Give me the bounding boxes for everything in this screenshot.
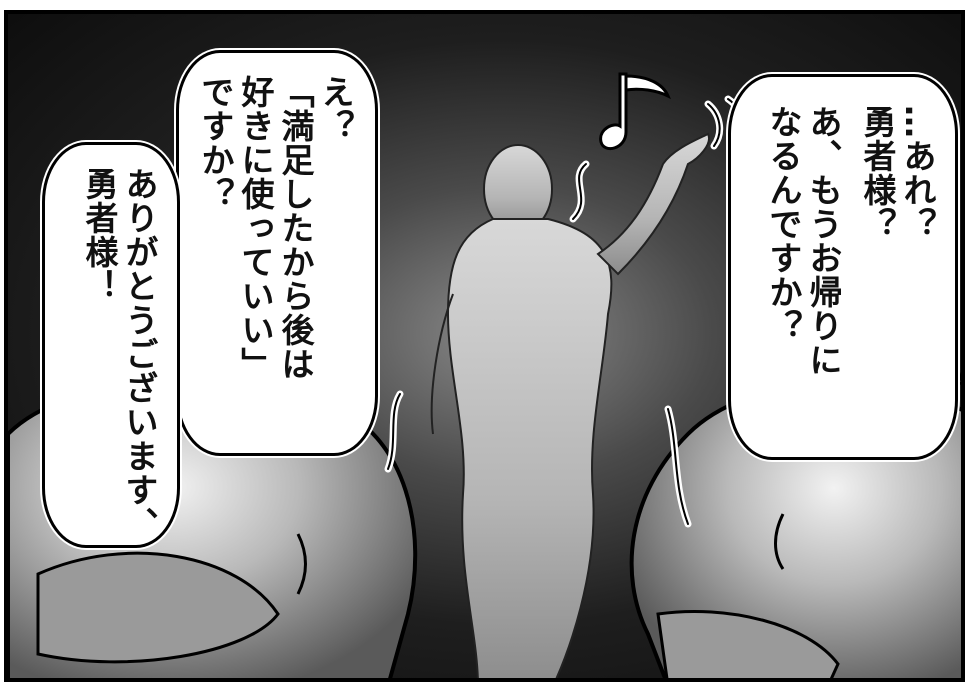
speech-line: なるんですか？ xyxy=(764,105,803,343)
speech-text-right: …あれ？ 勇者様？ あ、もうお帰りに なるんですか？ xyxy=(763,105,937,377)
speech-line: ですか？ xyxy=(196,75,235,211)
speech-text-center: え？ 「満足したから後は 好きに使っていい」 ですか？ xyxy=(195,75,355,381)
speech-text-left: ありがとうございます、 勇者様！ xyxy=(79,167,159,541)
speech-bubble-right: …あれ？ 勇者様？ あ、もうお帰りに なるんですか？ xyxy=(728,74,958,460)
speech-bubble-left: ありがとうございます、 勇者様！ xyxy=(42,142,180,548)
speech-line: …あれ？ xyxy=(898,105,937,241)
speech-line: 好きに使っていい」 xyxy=(236,75,275,381)
motion-lines-outline xyxy=(387,98,744,525)
speech-line: ありがとうございます、 xyxy=(120,167,159,541)
manga-panel: …あれ？ 勇者様？ あ、もうお帰りに なるんですか？ え？ 「満足したから後は … xyxy=(4,10,965,682)
speech-line: あ、もうお帰りに xyxy=(804,105,843,377)
scene-art xyxy=(8,72,961,678)
speech-line: え？ xyxy=(316,75,355,143)
speech-bubble-center: え？ 「満足したから後は 好きに使っていい」 ですか？ xyxy=(176,50,378,456)
music-note-icon xyxy=(599,72,671,151)
speech-line: 勇者様！ xyxy=(80,167,119,303)
departing-hero-figure xyxy=(430,132,710,678)
speech-line: 「満足したから後は xyxy=(276,75,315,381)
speech-line: 勇者様？ xyxy=(858,105,897,241)
